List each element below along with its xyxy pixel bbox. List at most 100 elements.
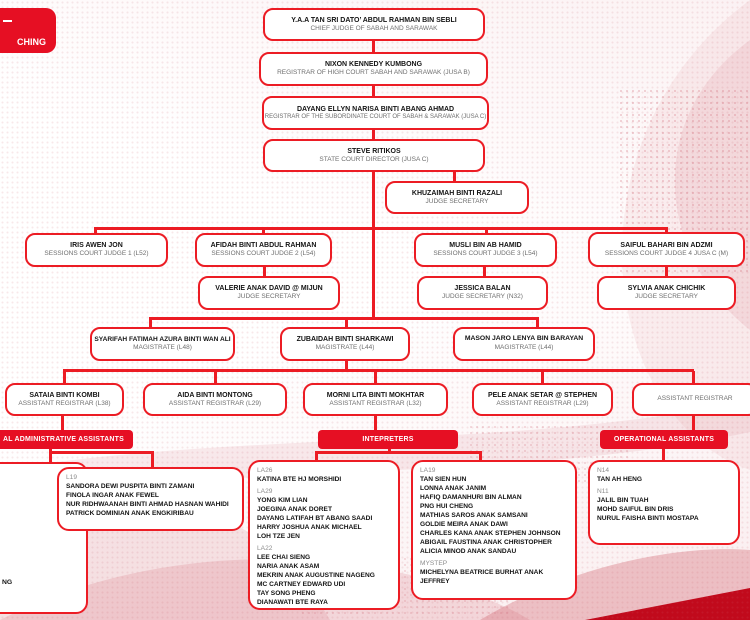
connector — [483, 266, 486, 277]
staff-name: JOEGINA ANAK DORET — [257, 506, 332, 513]
person-role: MAGISTRATE (L44) — [315, 344, 375, 352]
connector — [151, 451, 154, 468]
staff-name: MC CARTNEY EDWARD UDI — [257, 581, 346, 588]
person-name: MASON JARO LENYA BIN BARAYAN — [464, 335, 584, 343]
org-box-assistant-registrar-4: PELE ANAK SETAR @ STEPHEN ASSISTANT REGI… — [472, 383, 613, 416]
staff-name: SANDORA DEWI PUSPITA BINTI ZAMANI — [66, 483, 195, 490]
connector — [94, 229, 97, 235]
banner-label: OPERATIONAL ASSISTANTS — [613, 436, 715, 443]
banner-administrative-assistants: AL ADMINISTRATIVE ASSISTANTS — [0, 430, 133, 449]
staff-name: PNG HUI CHENG — [420, 503, 474, 510]
person-role: ASSISTANT REGISTRAR (L38) — [18, 399, 111, 407]
staff-name: HARRY JOSHUA ANAK MICHAEL — [257, 524, 362, 531]
person-role: MAGISTRATE (L48) — [133, 344, 192, 352]
person-name: MUSLI BIN AB HAMID — [449, 242, 522, 250]
connector — [315, 451, 482, 454]
person-name: NIXON KENNEDY KUMBONG — [324, 61, 423, 69]
person-role: REGISTRAR OF HIGH COURT SABAH AND SARAWA… — [277, 69, 470, 77]
grade-label: N14 — [597, 467, 610, 474]
banner-label: INTEPRETERS — [362, 436, 414, 443]
staff-name: MATHIAS SAROS ANAK SAMSANI — [420, 512, 528, 519]
connector — [388, 448, 391, 453]
connector — [665, 266, 668, 277]
connector — [63, 371, 66, 384]
staff-name: LONNA ANAK JANIM — [420, 485, 487, 492]
connector — [374, 371, 377, 384]
staff-name: MEKRIN ANAK AUGUSTINE NAGENG — [257, 572, 375, 579]
connector — [94, 227, 668, 230]
interpreters-list-box-b: LA19 TAN SIEN HUN LONNA ANAK JANIM HAFIQ… — [411, 460, 577, 600]
connector — [541, 371, 544, 384]
person-role: SESSIONS COURT JUDGE 4 JUSA C (M) — [604, 249, 729, 257]
org-box-assistant-registrar-3: MORNI LITA BINTI MOKHTAR ASSISTANT REGIS… — [303, 383, 448, 416]
person-name: ZUBAIDAH BINTI SHARKAWI — [296, 336, 394, 344]
org-box-magistrate-1: SYARIFAH FATIMAH AZURA BINTI WAN ALI MAG… — [90, 327, 235, 361]
org-box-sessions-judge-2: AFIDAH BINTI ABDUL RAHMAN SESSIONS COURT… — [195, 233, 332, 267]
connector — [453, 171, 456, 182]
staff-name: HAFIQ DAMANHURI BIN ALMAN — [420, 494, 522, 501]
connector — [485, 229, 488, 235]
person-role: JUDGE SECRETARY — [635, 293, 698, 301]
person-role: JUDGE SECRETARY (N32) — [442, 293, 523, 301]
person-role: CHIEF JUDGE OF SABAH AND SARAWAK — [310, 24, 438, 32]
banner-interpreters: INTEPRETERS — [318, 430, 458, 449]
staff-name: MICHELYNA BEATRICE BURHAT ANAK JEFFREY — [420, 569, 544, 585]
connector — [665, 229, 668, 234]
person-role: ASSISTANT REGISTRAR (L32) — [329, 399, 422, 407]
grade-label: MYSTEP — [420, 560, 448, 567]
staff-name: TAN AH HENG — [597, 476, 643, 483]
org-box-registrar-high-court: NIXON KENNEDY KUMBONG REGISTRAR OF HIGH … — [259, 52, 488, 86]
org-box-judge-secretary-3: JESSICA BALAN JUDGE SECRETARY (N32) — [417, 276, 548, 310]
banner-operational-assistants: OPERATIONAL ASSISTANTS — [600, 430, 728, 449]
org-box-sessions-judge-3: MUSLI BIN AB HAMID SESSIONS COURT JUDGE … — [414, 233, 557, 267]
staff-name: ABIGAIL FAUSTINA ANAK CHRISTOPHER — [420, 539, 552, 546]
connector — [214, 371, 217, 384]
grade-label: N11 — [597, 488, 609, 495]
interpreters-list-box-a: LA26 KATINA BTE HJ MORSHIDI LA29 YONG KI… — [248, 460, 400, 610]
person-name: AFIDAH BINTI ABDUL RAHMAN — [210, 242, 317, 250]
connector — [372, 229, 375, 320]
person-role: SESSIONS COURT JUDGE 3 (L54) — [433, 250, 538, 258]
staff-name: PATRICK DOMINIAN ANAK ENGKIRIBAU — [66, 510, 194, 517]
person-name: VALERIE ANAK DAVID @ MIJUN — [215, 285, 323, 293]
person-name: STEVE RITIKOS — [347, 147, 401, 155]
person-name: AIDA BINTI MONTONG — [177, 391, 253, 399]
org-box-assistant-registrar-2: AIDA BINTI MONTONG ASSISTANT REGISTRAR (… — [143, 383, 287, 416]
connector — [372, 85, 375, 97]
person-name: PELE ANAK SETAR @ STEPHEN — [487, 391, 598, 399]
location-badge-kuching: CHING — [0, 8, 56, 53]
person-name: JESSICA BALAN — [454, 285, 511, 293]
staff-name: NARIA ANAK ASAM — [257, 563, 320, 570]
connector — [692, 371, 695, 384]
staff-name: NUR RIDHWAANAH BINTI AHMAD HASNAN WAHIDI — [66, 501, 229, 508]
connector — [263, 266, 266, 277]
person-role: ASSISTANT REGISTRAR (L29) — [496, 399, 589, 407]
text-fragment — [3, 20, 12, 22]
org-box-assistant-registrar-5: ASSISTANT REGISTRAR — [632, 383, 750, 416]
staff-name: NURUL FAISHA BINTI MOSTAPA — [597, 515, 699, 522]
staff-name: FINOLA INGAR ANAK FEWEL — [66, 492, 159, 499]
connector — [345, 360, 348, 371]
org-box-judge-secretary-director: KHUZAIMAH BINTI RAZALI JUDGE SECRETARY — [385, 181, 529, 214]
person-role: STATE COURT DIRECTOR (JUSA C) — [319, 155, 429, 163]
person-name: DAYANG ELLYN NARISA BINTI ABANG AHMAD — [296, 105, 455, 113]
person-role: ASSISTANT REGISTRAR (L29) — [168, 399, 262, 407]
staff-name: LOH TZE JEN — [257, 533, 300, 540]
staff-name: JALIL BIN TUAH — [597, 497, 649, 504]
person-role: JUDGE SECRETARY — [425, 197, 489, 205]
person-name: KHUZAIMAH BINTI RAZALI — [411, 189, 503, 197]
staff-name: YONG KIM LIAN — [257, 497, 308, 504]
clipped-name-fragment: NG — [2, 579, 13, 586]
grade-label: LA22 — [257, 545, 273, 552]
person-name: IRIS AWEN JON — [70, 242, 123, 250]
org-box-chief-judge: Y.A.A TAN SRI DATO’ ABDUL RAHMAN BIN SEB… — [263, 8, 485, 41]
person-name: SYARIFAH FATIMAH AZURA BINTI WAN ALI — [94, 335, 231, 343]
connector — [372, 41, 375, 53]
person-role: REGISTRAR OF THE SUBORDINATE COURT OF SA… — [264, 113, 487, 120]
staff-name: DAYANG LATIFAH BT ABANG SAADI — [257, 515, 373, 522]
person-name: SAIFUL BAHARI BIN ADZMI — [620, 241, 713, 249]
org-box-sessions-judge-1: IRIS AWEN JON SESSIONS COURT JUDGE 1 (L5… — [25, 233, 168, 267]
staff-name: DIANAWATI BTE RAYA — [257, 599, 328, 606]
staff-name: GOLDIE MEIRA ANAK DAWI — [420, 521, 508, 528]
